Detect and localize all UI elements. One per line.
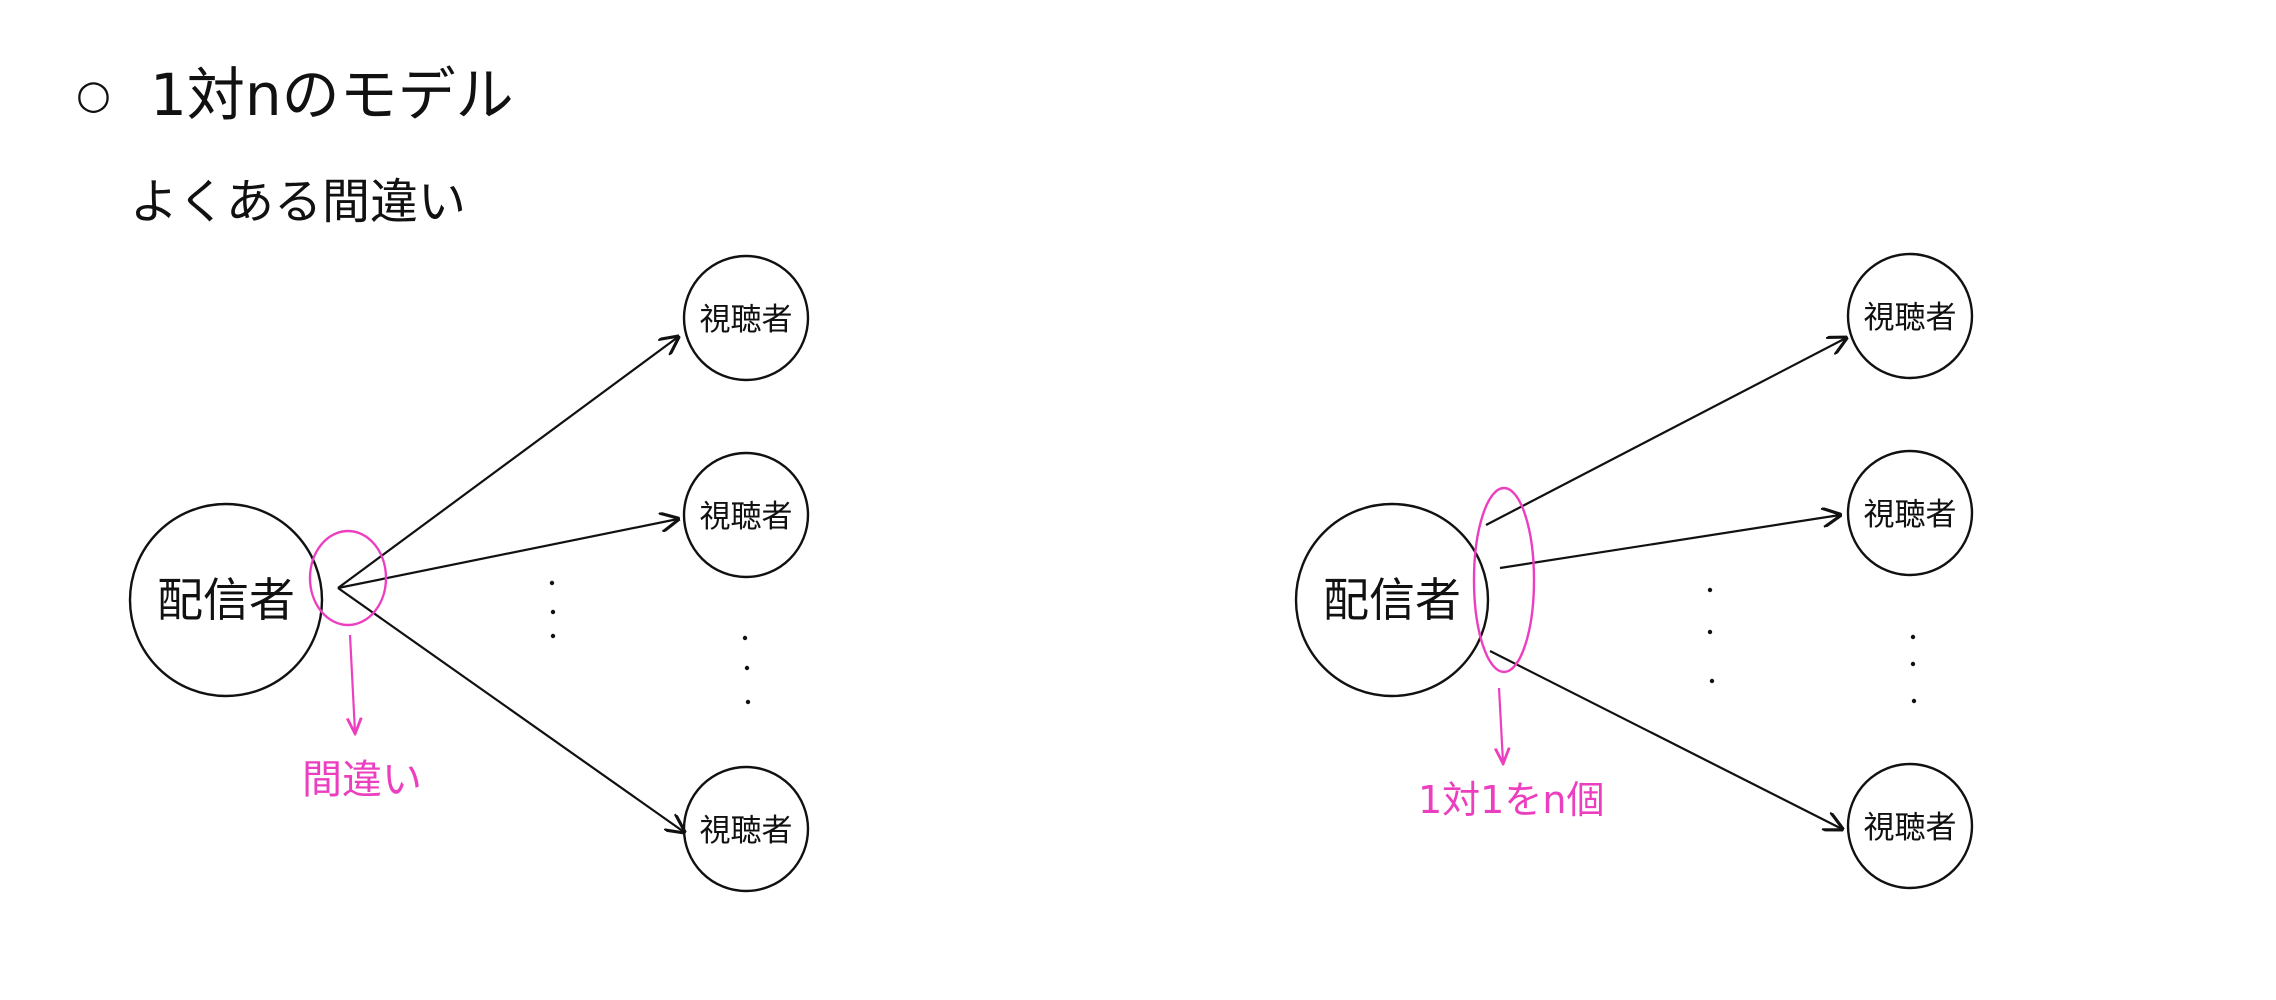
edge-to-viewer-2 [1499,515,1840,570]
viewer-node: 視聴者 [1846,252,1974,380]
edge-to-viewer-1 [337,337,678,589]
edge-to-viewer-3 [1489,650,1842,829]
viewer-label: 視聴者 [1864,497,1957,533]
viewer-node: 視聴者 [682,254,810,382]
highlight-ellipse [1472,486,1536,674]
title-bullet: ○ [76,72,111,118]
sender-node: 配信者 [1294,502,1490,698]
page-title: 1対nのモデル [150,61,514,129]
annotation: 1対1をn個 [1418,486,1604,822]
viewer-label: 視聴者 [700,302,793,338]
highlight-ellipse [308,529,388,627]
heading: ○ 1対nのモデル [76,61,514,129]
annotation-label: 1対1をn個 [1418,778,1604,822]
ellipsis-dots [1707,587,1917,704]
edge-to-viewer-3 [337,587,684,832]
viewer-node: 視聴者 [682,765,810,893]
edges [337,337,684,832]
sender-label: 配信者 [1323,573,1461,627]
page-subtitle: よくある間違い [130,174,466,230]
left-diagram: 配信者 視聴者 視聴者 視聴者 [128,254,810,893]
edge-to-viewer-2 [337,519,678,590]
viewer-node: 視聴者 [1846,449,1974,577]
ellipsis-dots [549,580,751,705]
annotation-arrow [1499,687,1503,762]
right-diagram: 配信者 視聴者 視聴者 視聴者 [1294,252,1974,890]
edge-to-viewer-1 [1485,338,1846,526]
viewer-node: 視聴者 [682,451,810,579]
viewer-label: 視聴者 [700,813,793,849]
sender-node: 配信者 [128,502,324,698]
annotation-label: 間違い [302,757,422,803]
viewer-label: 視聴者 [1864,300,1957,336]
annotation: 間違い [302,529,422,803]
viewer-label: 視聴者 [1864,810,1957,846]
annotation-arrow [350,634,355,732]
viewer-label: 視聴者 [700,499,793,535]
edges [1485,338,1846,829]
sender-label: 配信者 [157,573,295,627]
viewer-node: 視聴者 [1846,762,1974,890]
